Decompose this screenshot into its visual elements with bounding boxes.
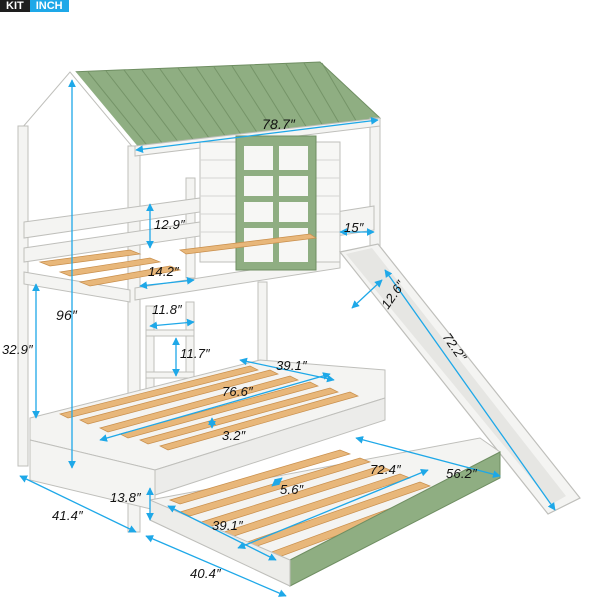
dim-ladder-width: 11.8″: [152, 302, 182, 317]
dim-depth: 41.4″: [52, 508, 83, 523]
dim-slat-gap: 3.2″: [222, 428, 246, 443]
upper-slats: [38, 233, 317, 287]
dim-guard-height: 12.9″: [154, 217, 185, 232]
dim-lower-width: 39.1″: [276, 358, 307, 373]
dim-lower-length: 76.6″: [222, 384, 253, 399]
badge-left: KIT: [0, 0, 30, 12]
dim-trundle-width: 56.2″: [446, 466, 477, 481]
dim-ladder-step: 11.7″: [180, 346, 210, 361]
dim-total-height: 96″: [56, 307, 78, 323]
dimension-arrow-icon: [19, 79, 556, 597]
dim-roof-width: 78.7″: [262, 116, 296, 132]
dim-lower-height: 32.9″: [2, 342, 33, 357]
dim-trundle-slat: 39.1″: [212, 518, 243, 533]
dim-trundle-height: 13.8″: [110, 490, 141, 505]
roof: [18, 61, 382, 153]
dim-top-slat-gap: 14.2″: [148, 264, 179, 279]
badge-right: INCH: [29, 0, 69, 12]
unit-badge: KIT INCH: [0, 0, 69, 12]
dim-trundle-gap: 5.6″: [280, 482, 304, 497]
dim-bed-width: 40.4″: [190, 566, 221, 581]
dim-trundle-inner: 72.4″: [370, 462, 401, 477]
window: [235, 135, 317, 271]
dim-window-side: 15″: [344, 220, 364, 235]
